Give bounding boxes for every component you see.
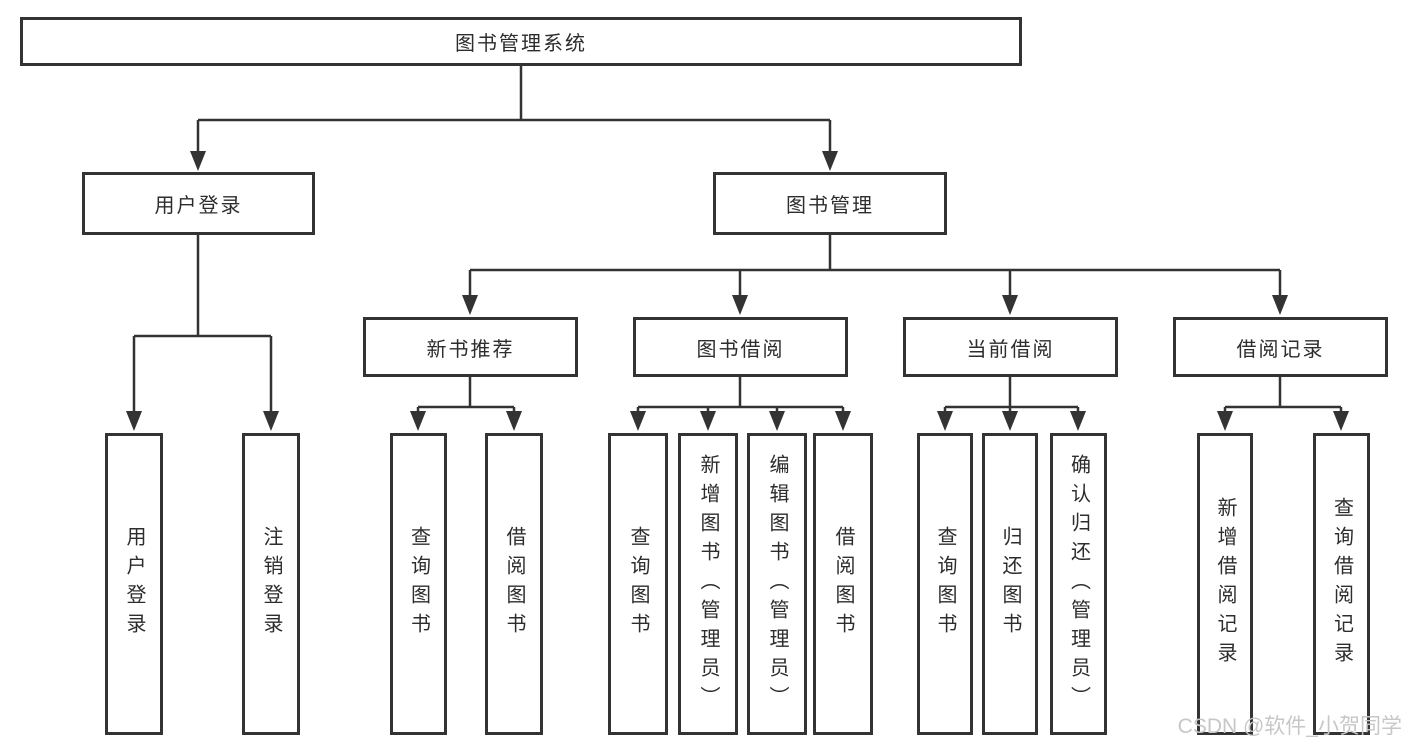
arrowhead: [835, 411, 851, 431]
leaf-br-query-borrow-record-label: 查询借阅记录: [1330, 497, 1353, 671]
node-book-borrowing-label: 图书借阅: [696, 338, 785, 361]
node-library-management-system: 图书管理系统: [20, 17, 1022, 66]
leaf-nbr-query-books: 查询图书: [390, 433, 447, 735]
node-new-book-recommend-label: 新书推荐: [426, 338, 515, 361]
leaf-logout: 注销登录: [242, 433, 300, 735]
node-current-borrowing: 当前借阅: [903, 317, 1118, 377]
leaf-nbr-borrow-books: 借阅图书: [485, 433, 543, 735]
arrowhead: [462, 295, 478, 315]
leaf-bb-query-books-label: 查询图书: [627, 526, 649, 642]
leaf-bb-borrow-books-label: 借阅图书: [832, 526, 854, 642]
leaf-bb-edit-books-admin: 编辑图书（管理员）: [747, 433, 807, 735]
arrowhead: [732, 295, 748, 315]
leaf-nbr-query-books-label: 查询图书: [407, 526, 430, 642]
leaf-bb-query-books: 查询图书: [608, 433, 668, 735]
node-book-management: 图书管理: [713, 172, 947, 235]
arrowhead: [700, 411, 716, 431]
leaf-bb-borrow-books: 借阅图书: [813, 433, 873, 735]
node-user-login: 用户登录: [82, 172, 315, 235]
arrowhead: [1272, 295, 1288, 315]
leaf-user-login: 用户登录: [105, 433, 163, 735]
leaf-bb-edit-books-admin-label: 编辑图书（管理员）: [766, 453, 788, 715]
arrowhead: [937, 411, 953, 431]
leaf-bb-add-books-admin-label: 新增图书（管理员）: [697, 453, 719, 715]
arrowhead: [263, 411, 279, 431]
arrowhead: [126, 411, 142, 431]
node-book-borrowing: 图书借阅: [633, 317, 848, 377]
leaf-bb-add-books-admin: 新增图书（管理员）: [678, 433, 738, 735]
arrowhead: [769, 411, 785, 431]
leaf-cb-return-books-label: 归还图书: [999, 526, 1021, 642]
leaf-user-login-label: 用户登录: [123, 526, 145, 642]
leaf-br-add-borrow-record-label: 新增借阅记录: [1214, 497, 1236, 671]
leaf-br-add-borrow-record: 新增借阅记录: [1197, 433, 1253, 735]
node-user-login-label: 用户登录: [154, 195, 243, 217]
leaf-cb-confirm-return-admin-label: 确认归还（管理员）: [1067, 453, 1090, 715]
arrowhead: [630, 411, 646, 431]
arrowhead: [1002, 295, 1018, 315]
arrowhead: [190, 151, 206, 171]
node-borrowing-records-label: 借阅记录: [1236, 338, 1325, 361]
node-book-management-label: 图书管理: [786, 195, 874, 217]
leaf-cb-confirm-return-admin: 确认归还（管理员）: [1050, 433, 1107, 735]
leaf-cb-return-books: 归还图书: [982, 433, 1038, 735]
leaf-cb-query-books-label: 查询图书: [934, 526, 956, 642]
leaf-nbr-borrow-books-label: 借阅图书: [503, 526, 525, 642]
arrowhead: [822, 151, 838, 171]
arrowhead: [1333, 411, 1349, 431]
node-borrowing-records: 借阅记录: [1173, 317, 1388, 377]
node-new-book-recommend: 新书推荐: [363, 317, 578, 377]
csdn-watermark: CSDN @软件_小贺同学: [1177, 715, 1402, 738]
arrowhead: [1070, 411, 1086, 431]
leaf-cb-query-books: 查询图书: [917, 433, 973, 735]
leaf-logout-label: 注销登录: [260, 526, 282, 642]
arrowhead: [1217, 411, 1233, 431]
arrowhead: [506, 411, 522, 431]
node-library-management-system-label: 图书管理系统: [455, 33, 587, 55]
leaf-br-query-borrow-record: 查询借阅记录: [1313, 433, 1370, 735]
arrowhead: [1002, 411, 1018, 431]
node-current-borrowing-label: 当前借阅: [966, 338, 1055, 361]
arrowhead: [410, 411, 426, 431]
